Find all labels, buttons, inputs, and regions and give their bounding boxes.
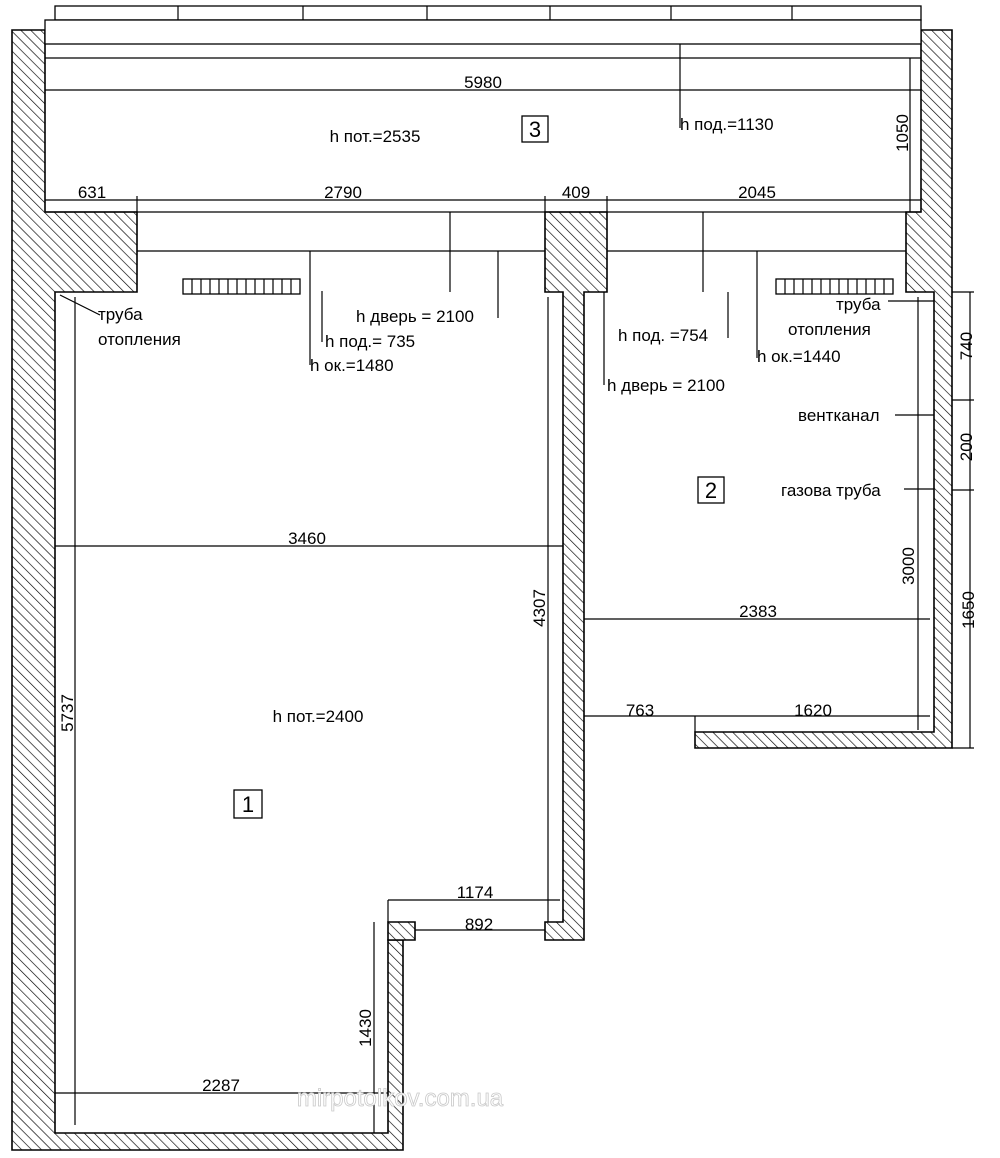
dim-409: 409 [562, 183, 590, 202]
dim-2790: 2790 [324, 183, 362, 202]
svg-text:3: 3 [529, 117, 541, 142]
dim-763: 763 [626, 701, 654, 720]
dim-5737: 5737 [58, 694, 77, 732]
balcony [44, 5, 922, 292]
svg-text:1: 1 [242, 792, 254, 817]
watermark: mirpotolkov.com.ua [297, 1085, 504, 1112]
door-left-height: h дверь = 2100 [356, 307, 474, 326]
gas-pipe-label: газова труба [781, 481, 881, 500]
dim-740: 740 [957, 332, 976, 360]
dim-3460: 3460 [288, 529, 326, 548]
dim-2045: 2045 [738, 183, 776, 202]
wall-notch [387, 921, 416, 941]
walls [11, 29, 953, 1151]
dimension-values: 5980 1050 631 2790 409 2045 3460 5737 43… [58, 73, 978, 1095]
glazing-mullions [177, 6, 793, 20]
heating-pipe-left-label: труба [98, 305, 143, 324]
svg-text:2: 2 [705, 478, 717, 503]
dim-1174: 1174 [457, 883, 494, 902]
wall-right-outer [694, 29, 953, 749]
room1-ceiling-height: h пот.=2400 [273, 707, 364, 726]
dim-1620: 1620 [794, 701, 832, 720]
vent-channel-label: вентканал [798, 406, 880, 425]
window-left-height: h ок.=1480 [310, 356, 394, 375]
dim-3000: 3000 [899, 547, 918, 585]
dim-200: 200 [957, 433, 976, 461]
room3-ceiling-height: h пот.=2535 [330, 127, 421, 146]
radiator-right [775, 278, 894, 295]
dim-4307: 4307 [530, 589, 549, 627]
window-left-sill-height: h под.= 735 [325, 332, 415, 351]
dimension-lines [45, 58, 974, 1133]
heating-pipe-right-label: труба [836, 295, 881, 314]
window-right-height: h ок.=1440 [757, 347, 841, 366]
leader-lines [59, 44, 934, 490]
dim-2287: 2287 [202, 1076, 240, 1095]
balcony-glazing-frame [54, 5, 922, 21]
dim-1650: 1650 [959, 591, 978, 629]
heating-pipe-left-label-2: отопления [98, 330, 181, 349]
dim-1430: 1430 [356, 1009, 375, 1047]
heating-pipe-right-label-2: отопления [788, 320, 871, 339]
dim-2383: 2383 [739, 602, 777, 621]
balcony-sill-height: h под.=1130 [680, 115, 774, 134]
wall-partition [544, 211, 608, 941]
dim-631: 631 [78, 183, 106, 202]
radiator-left [182, 278, 301, 295]
room-number-2: 2 [697, 476, 725, 504]
room-number-1: 1 [233, 789, 263, 819]
dim-892: 892 [465, 915, 493, 934]
window-right-sill-height: h под. =754 [618, 326, 708, 345]
dim-5980: 5980 [464, 73, 502, 92]
balcony-parapet [44, 19, 922, 45]
room-number-3: 3 [521, 115, 549, 143]
dim-1050: 1050 [893, 114, 912, 152]
door-right-height: h дверь = 2100 [607, 376, 725, 395]
